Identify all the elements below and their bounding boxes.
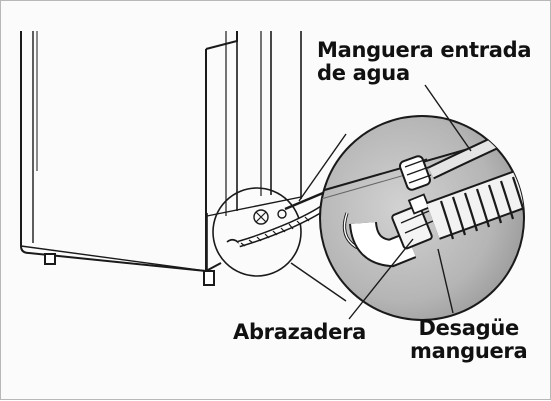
back-panel-detail [212,187,302,277]
drain-hose-exterior [238,191,326,248]
drain-hose-corrugated [426,170,524,240]
label-water-inlet-line2: de agua [317,61,410,85]
zoom-connector-lines [290,133,347,302]
label-drain-hose: Desagüe manguera [410,316,528,363]
label-drain-line1: Desagüe [418,316,519,340]
label-pointers [348,84,472,320]
pointer-inlet [424,84,472,152]
clamp-part [391,193,434,250]
label-water-inlet-line1: Manguera entrada [317,38,532,62]
inlet-hose [399,119,524,191]
zoom-magnifier [319,115,525,321]
label-drain-line2: manguera [410,339,528,363]
pointer-drain [437,248,454,314]
washer-cabinet [20,31,302,286]
pointer-clamp [348,238,414,320]
label-water-inlet-hose: Manguera entrada de agua [317,38,532,85]
label-clamp: Abrazadera [233,320,367,344]
